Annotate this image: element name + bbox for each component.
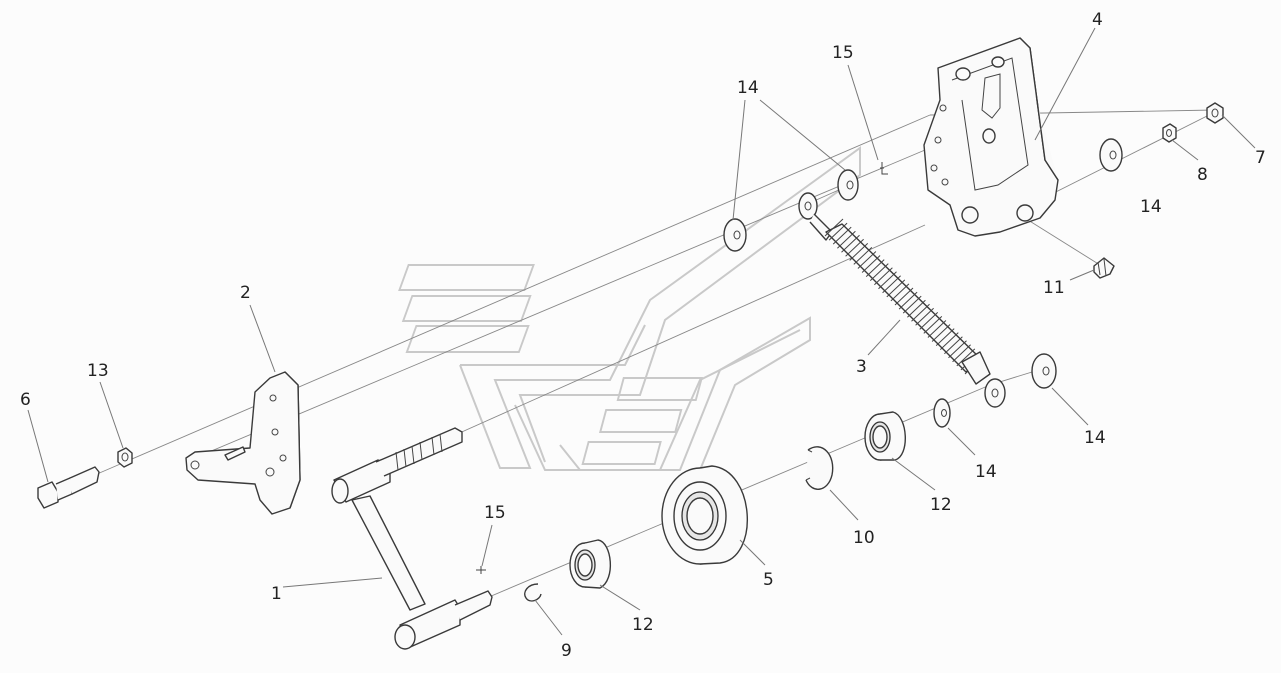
- callout-7: 7: [1255, 148, 1266, 168]
- grease-nipple-part-11: [1093, 257, 1115, 279]
- callout-1: 1: [271, 584, 282, 604]
- callout-13: 13: [87, 361, 109, 381]
- bearing-part-12-upper: [864, 411, 906, 461]
- washer-part-14-d: [1031, 353, 1057, 389]
- nut-part-8: [1162, 123, 1177, 143]
- callout-2: 2: [240, 283, 251, 303]
- washer-part-14-a: [723, 218, 747, 252]
- callout-12-upper: 12: [930, 495, 952, 515]
- snap-ring-part-9: [524, 583, 542, 602]
- callout-15-upper: 15: [832, 43, 854, 63]
- callout-6: 6: [20, 390, 31, 410]
- callout-4: 4: [1092, 10, 1103, 30]
- pulley-part-5: [661, 465, 748, 565]
- callout-8: 8: [1197, 165, 1208, 185]
- crank-lever-part-1: [331, 427, 493, 650]
- retaining-ring-part-10: [805, 446, 834, 490]
- bolt-part-6: [37, 466, 100, 509]
- watermark-logo: [398, 146, 861, 471]
- mounting-bracket-part-4: [923, 37, 1059, 237]
- nut-part-13: [117, 447, 133, 468]
- callout-11: 11: [1043, 278, 1065, 298]
- callout-15-lower: 15: [484, 503, 506, 523]
- callout-labels: 1 2 3 4 5 6 7 8 9 10 11 12 12 13 14 14 1…: [20, 10, 1266, 661]
- spring-part-3: [798, 192, 1006, 408]
- callout-9: 9: [561, 641, 572, 661]
- washer-part-14-c: [933, 398, 951, 428]
- callout-3: 3: [856, 357, 867, 377]
- bearing-part-12-lower: [569, 539, 612, 589]
- callout-10: 10: [853, 528, 875, 548]
- washer-part-14-b: [837, 169, 859, 201]
- callout-12-lower: 12: [632, 615, 654, 635]
- bracket-part-2: [185, 371, 301, 515]
- callout-5: 5: [763, 570, 774, 590]
- washer-part-14-e: [1099, 138, 1123, 172]
- cotter-pin-part-15-upper: [880, 162, 888, 175]
- callout-14-top: 14: [737, 78, 759, 98]
- callout-14-lower-right: 14: [1084, 428, 1106, 448]
- callout-14-mid: 14: [975, 462, 997, 482]
- leader-lines: [27, 27, 1256, 636]
- nut-part-7: [1206, 102, 1224, 124]
- callout-14-right: 14: [1140, 197, 1162, 217]
